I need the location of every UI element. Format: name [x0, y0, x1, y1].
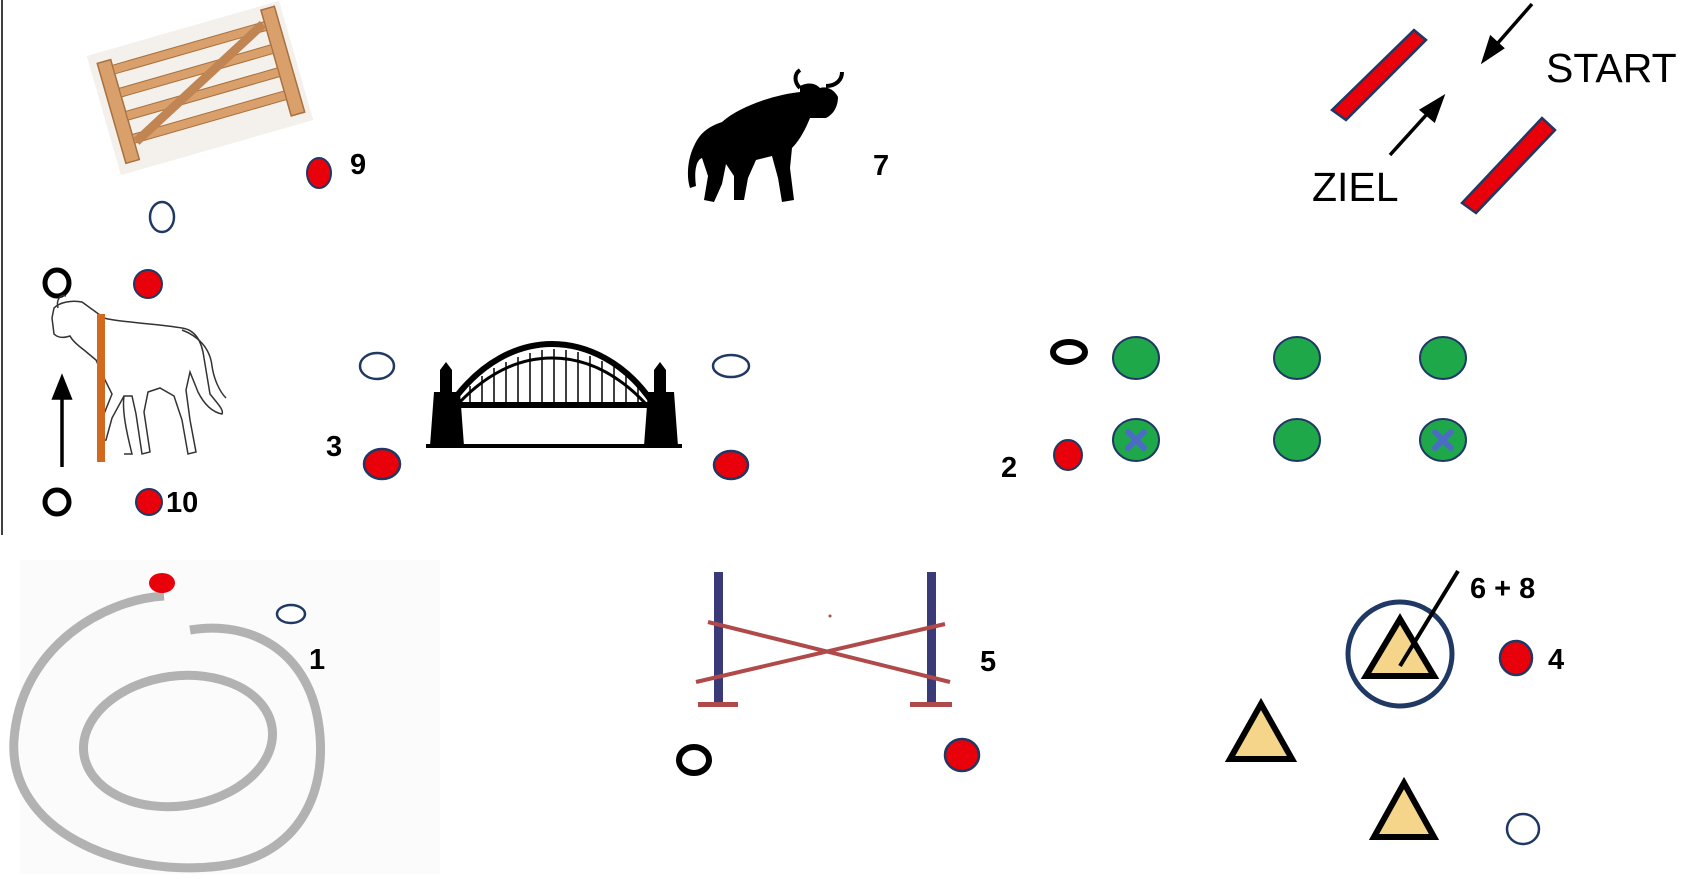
bull-icon: [687, 68, 844, 202]
blue-marker: [275, 603, 307, 625]
black-marker: [42, 267, 72, 299]
station-number-5: 5: [980, 646, 997, 678]
blue-marker: [711, 353, 751, 379]
red-marker: [133, 269, 163, 299]
bridge-icon: [426, 340, 682, 448]
pole-marker: [97, 314, 105, 462]
red-marker: [1498, 639, 1534, 677]
black-marker: [676, 744, 712, 776]
station-number-3: 3: [326, 431, 343, 463]
station-number-9: 9: [350, 149, 367, 181]
black-marker: [42, 487, 72, 517]
start-gate-icon: [1330, 28, 1557, 215]
horse-icon: [51, 294, 227, 455]
station-number-4: 4: [1548, 644, 1565, 676]
red-marker: [149, 573, 175, 593]
red-marker: [712, 449, 750, 481]
green-disc: [1419, 336, 1467, 380]
cone-icon: [1224, 697, 1298, 762]
finish-label: ZIEL: [1312, 164, 1399, 210]
arrow-icon: [1398, 569, 1460, 668]
x-marker-icon: [1125, 429, 1147, 451]
cone-icon: [1368, 776, 1440, 840]
spiral-icon: [9, 560, 440, 874]
station-number-2: 2: [1001, 452, 1018, 484]
arrow-icon: [1480, 2, 1534, 65]
jump-icon: [695, 572, 952, 707]
green-disc: [1112, 336, 1160, 380]
red-marker: [1053, 439, 1083, 471]
blue-marker: [148, 200, 176, 234]
blue-marker: [1505, 812, 1541, 846]
cone-icon: [1345, 599, 1455, 709]
red-marker: [135, 488, 163, 516]
station-number-7: 7: [873, 150, 890, 182]
green-disc: [1273, 336, 1321, 380]
station-number-1: 1: [309, 644, 326, 676]
green-disc: [1273, 418, 1321, 462]
red-marker: [943, 737, 981, 773]
start-label: START: [1546, 45, 1677, 91]
station-number-6-8: 6 + 8: [1470, 573, 1536, 605]
red-marker: [362, 447, 402, 481]
station-number-10: 10: [166, 487, 199, 519]
blue-marker: [358, 351, 396, 381]
arrow-icon: [1388, 93, 1446, 157]
red-marker: [306, 157, 332, 189]
gate-icon: [86, 0, 314, 176]
black-marker: [1050, 339, 1088, 365]
x-marker-icon: [1432, 429, 1454, 451]
arrow-icon: [51, 373, 73, 467]
